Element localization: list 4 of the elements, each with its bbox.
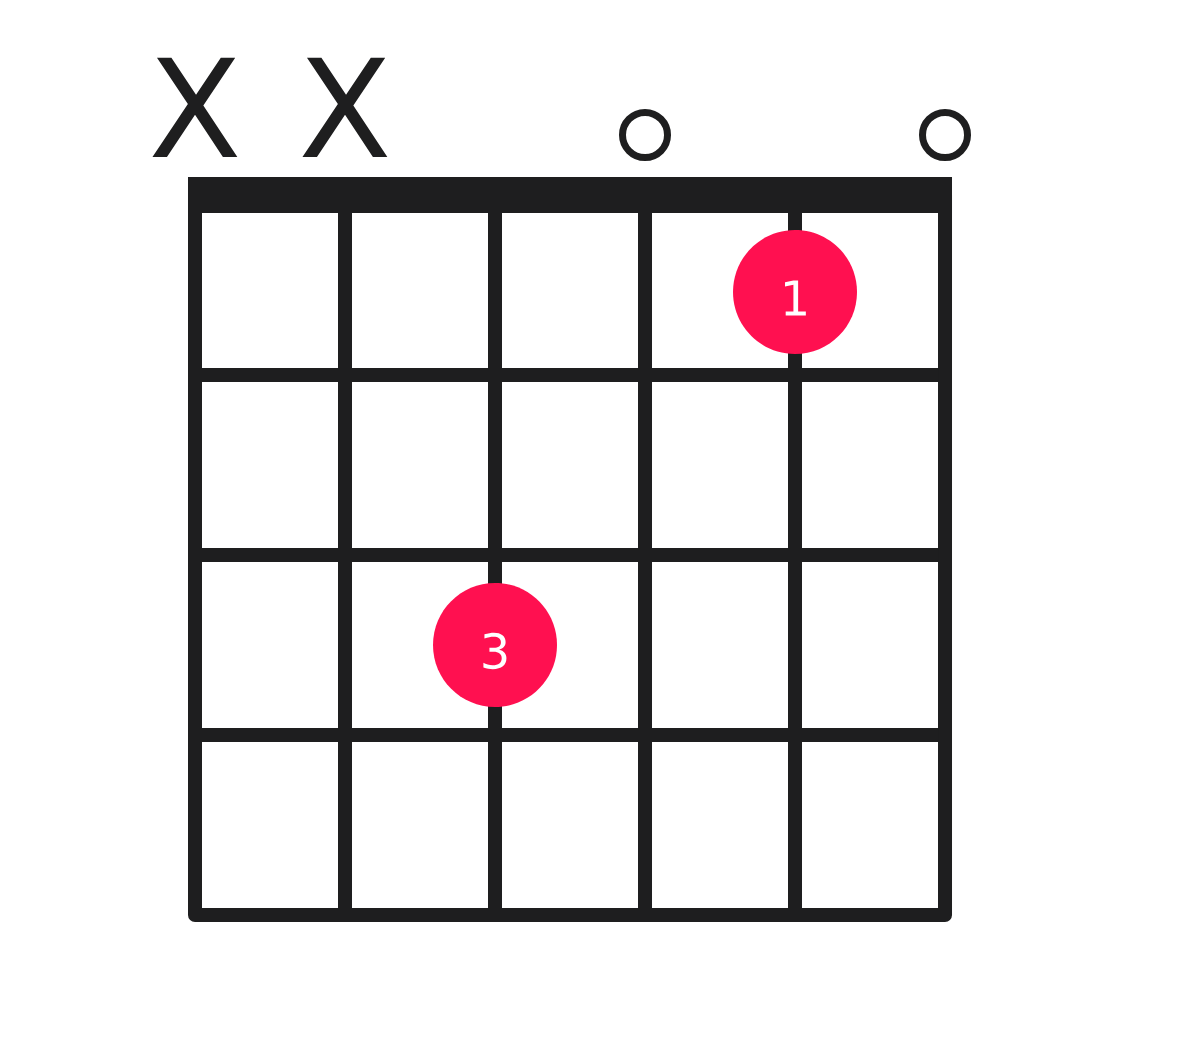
x-mark: X <box>302 57 388 157</box>
open-circle <box>919 109 971 161</box>
x-mark: X <box>152 57 238 157</box>
open-circle <box>619 109 671 161</box>
